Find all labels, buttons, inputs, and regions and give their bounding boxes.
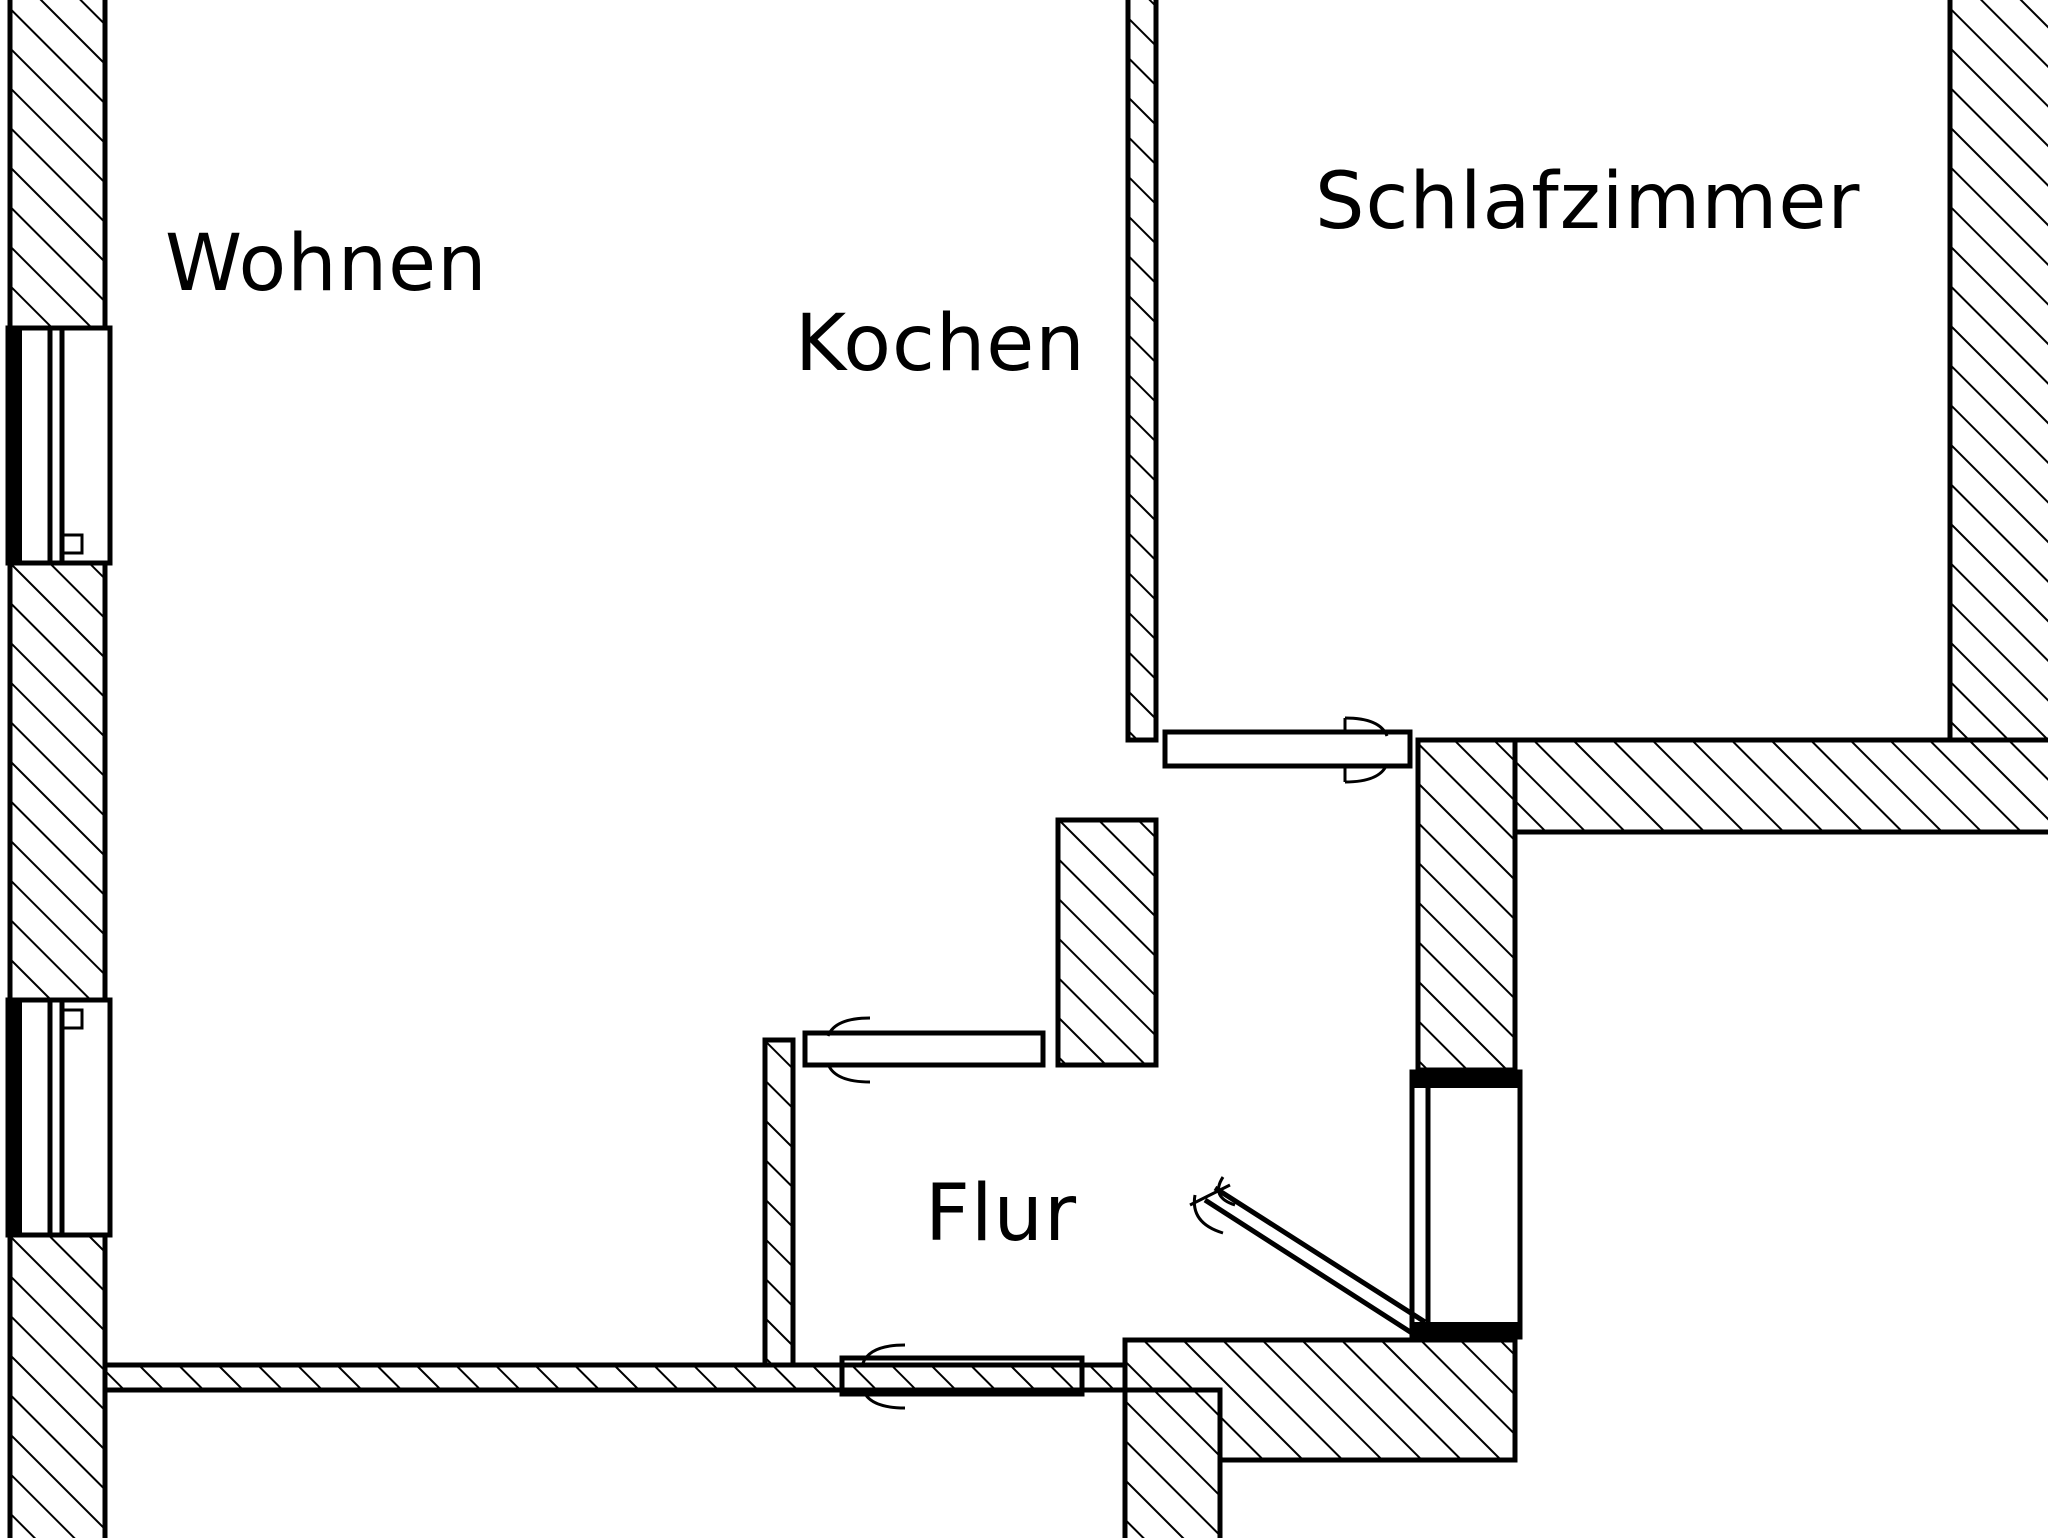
door-entrance: [1189, 1069, 1523, 1340]
door-schlafzimmer: [1162, 716, 1413, 784]
room-label-kochen: Kochen: [795, 299, 1086, 389]
room-label-wohnen: Wohnen: [165, 219, 488, 309]
window-left-upper: [5, 325, 113, 566]
wall-right-outer: [1947, 0, 2048, 743]
window-left-lower: [5, 997, 113, 1238]
wall-flur-left: [762, 1037, 796, 1373]
walls: [7, 0, 2048, 1538]
room-label-flur: Flur: [925, 1169, 1077, 1259]
wall-schlafzimmer-bottom: [1415, 737, 2048, 835]
wall-kochen-step: [1055, 817, 1159, 1068]
wall-flur-right: [1415, 737, 1518, 1073]
wall-lower-stub: [1122, 1387, 1223, 1538]
room-label-schlafzimmer: Schlafzimmer: [1315, 157, 1860, 247]
wall-left-outer: [7, 0, 108, 1538]
wall-bottom: [102, 1362, 1128, 1393]
wall-kochen-schlafzimmer: [1125, 0, 1159, 743]
door-bottom: [839, 1343, 1085, 1410]
door-kochen: [802, 1016, 1046, 1084]
